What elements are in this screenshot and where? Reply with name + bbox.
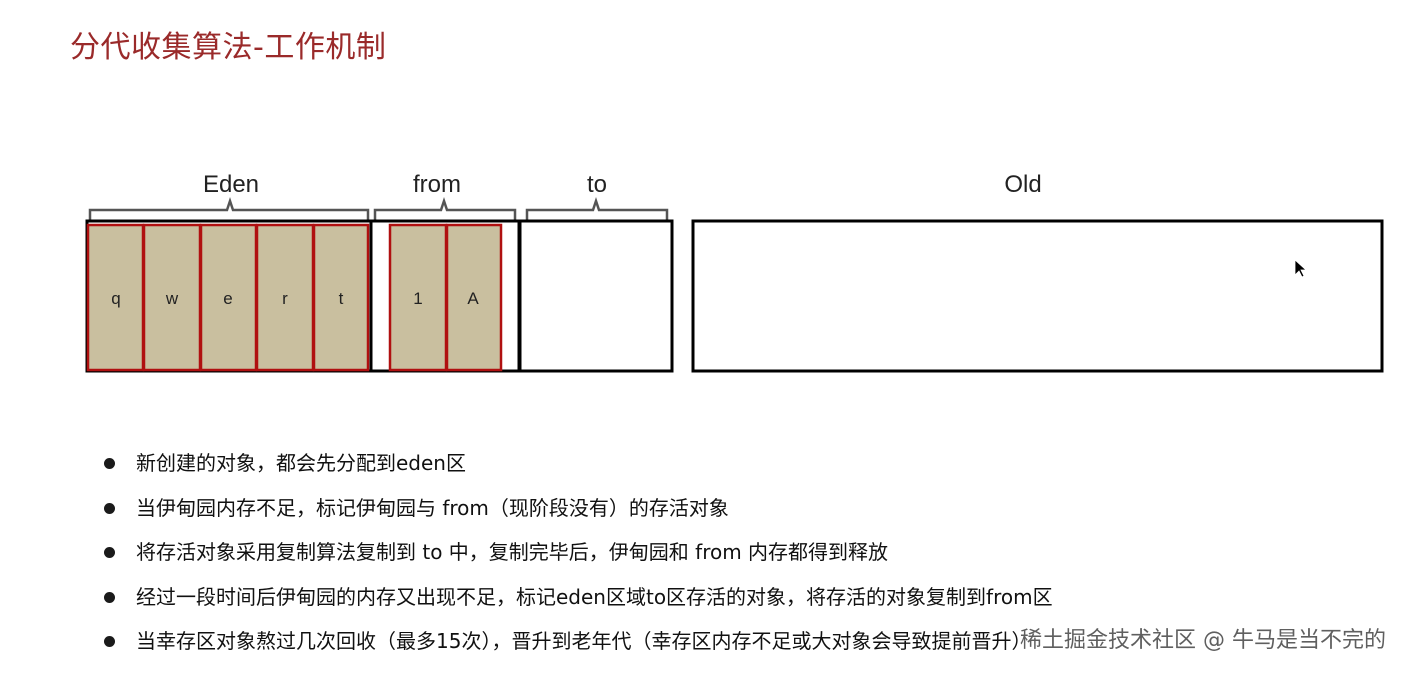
from-cell: A [445, 223, 503, 372]
from-section: from 1 A [369, 171, 521, 373]
eden-cell-label: q [111, 289, 120, 308]
eden-section: Eden q w e r t [85, 171, 373, 373]
bullet-dot-icon [104, 636, 115, 647]
list-item: 新创建的对象，都会先分配到eden区 [100, 445, 1053, 490]
bullet-dot-icon [104, 547, 115, 558]
from-bracket [373, 197, 517, 220]
to-section: to [518, 171, 674, 373]
bullet-dot-icon [104, 591, 115, 603]
list-item-text: 经过一段时间后伊甸园的内存又出现不足，标记eden区域to区存活的对象，将存活的… [136, 584, 1053, 609]
list-item: 将存活对象采用复制算法复制到 to 中，复制完毕后，伊甸园和 from 内存都得… [100, 534, 1053, 579]
watermark: 稀土掘金技术社区 @ 牛马是当不完的 [1020, 628, 1386, 653]
eden-cell-label: e [223, 289, 232, 308]
list-item-text: 当幸存区对象熬过几次回收（最多15次），晋升到老年代（幸存区内存不足或大对象会导… [136, 629, 1032, 653]
from-cell: 1 [388, 223, 448, 372]
explanation-list: 新创建的对象，都会先分配到eden区 当伊甸园内存不足，标记伊甸园与 from（… [100, 445, 1053, 668]
list-item-text: 将存活对象采用复制算法复制到 to 中，复制完毕后，伊甸园和 from 内存都得… [136, 540, 889, 564]
eden-cell-label: r [282, 289, 288, 308]
eden-cell: r [255, 223, 315, 372]
list-item: 经过一段时间后伊甸园的内存又出现不足，标记eden区域to区存活的对象，将存活的… [100, 579, 1053, 624]
eden-bracket [88, 197, 370, 220]
list-item-text: 当伊甸园内存不足，标记伊甸园与 from（现阶段没有）的存活对象 [136, 495, 729, 520]
bullet-dot-icon [104, 458, 115, 469]
from-cell-label: A [467, 289, 479, 308]
eden-cell-label: t [339, 289, 344, 308]
from-cell-label: 1 [413, 289, 422, 308]
bullet-dot-icon [104, 502, 115, 514]
to-label: to [587, 171, 607, 198]
slide-title: 分代收集算法-工作机制 [70, 30, 387, 65]
to-box [518, 219, 674, 373]
eden-cell: t [312, 223, 370, 372]
eden-cell: e [199, 223, 258, 372]
to-bracket [525, 197, 669, 220]
old-box [691, 219, 1384, 373]
old-section: Old [691, 171, 1384, 373]
list-item: 当伊甸园内存不足，标记伊甸园与 from（现阶段没有）的存活对象 [100, 490, 1053, 535]
eden-label: Eden [203, 171, 259, 198]
mouse-cursor-icon [1294, 259, 1308, 278]
memory-generations-diagram: Eden q w e r t from 1 [85, 171, 1384, 373]
eden-cell-label: w [165, 289, 179, 308]
from-label: from [413, 171, 461, 198]
eden-cell: w [142, 223, 202, 372]
list-item-text: 新创建的对象，都会先分配到eden区 [136, 451, 466, 475]
eden-cell: q [86, 223, 145, 372]
list-item: 当幸存区对象熬过几次回收（最多15次），晋升到老年代（幸存区内存不足或大对象会导… [100, 623, 1053, 668]
old-label: Old [1004, 171, 1041, 198]
